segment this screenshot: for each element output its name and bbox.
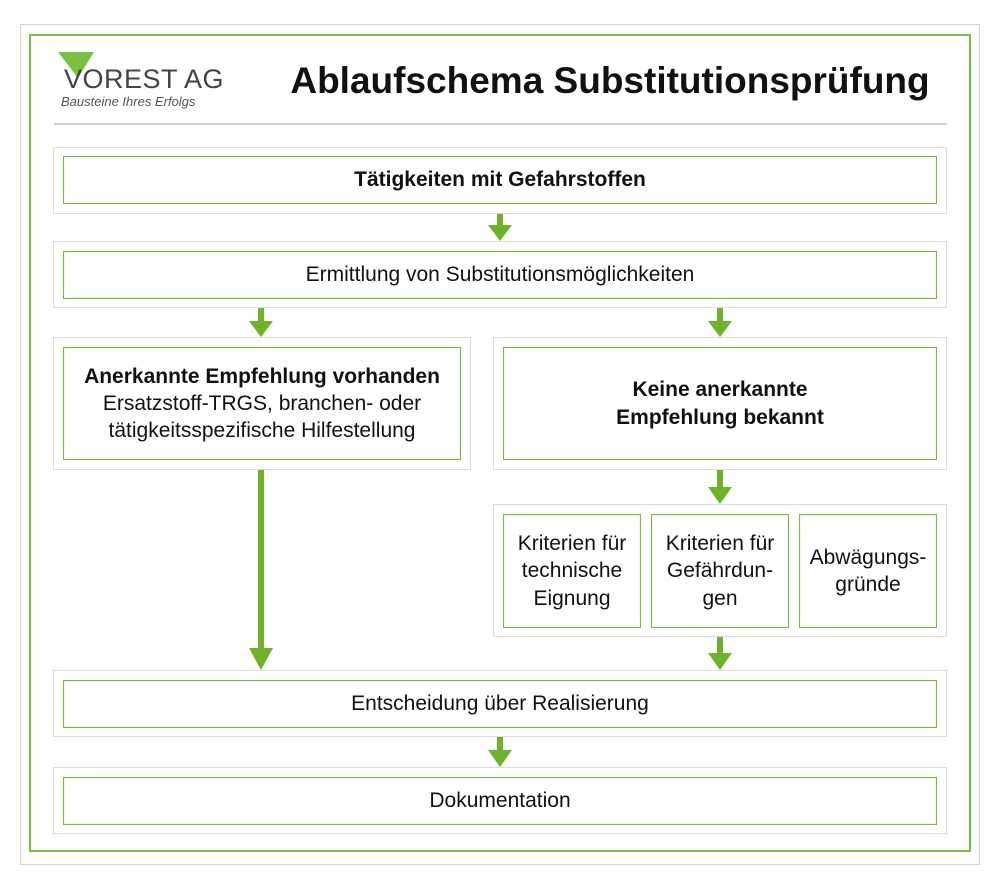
arrow-down-2-left [249,308,273,337]
arrow-down-1 [488,214,512,241]
kriterien-gefaehrdung-line1: Kriterien für [665,532,775,556]
kriterien-gefaehrdung-line3: gen [702,586,738,610]
node-keine: Keine anerkannte Empfehlung bekannt [503,347,937,460]
node-anerkannt-heading: Anerkannte Empfehlung vorhanden [84,364,440,388]
node-dokumentation: Dokumentation [63,777,937,825]
arrow-down-2-right [708,308,732,337]
arrow-down-5 [488,737,512,767]
kriterien-gefaehrdung-line2: Gefährdun- [666,559,774,583]
page-title: Ablaufschema Substitutionsprüfung [290,60,930,101]
arrow-down-3-right [708,470,732,504]
kriterien-technisch-line1: Kriterien für [517,532,627,556]
arrow-down-left-end [249,648,273,670]
node-entscheidung-label: Entscheidung über Realisierung [351,692,649,716]
node-dokumentation-label: Dokumentation [429,789,571,813]
node-kriterien-technisch: Kriterien für technische Eignung [503,514,641,628]
arrow-down-4-right [708,637,732,670]
node-abwaegung: Abwägungs- gründe [799,514,937,628]
abwaegung-line2: gründe [835,573,901,596]
logo-tagline: Bausteine Ihres Erfolgs [61,94,196,109]
kriterien-technisch-line3: Eignung [533,586,611,610]
inner-frame [29,34,971,852]
abwaegung-line1: Abwägungs- [809,545,927,569]
node-ermittlung-label: Ermittlung von Substitutionsmöglichkeite… [305,263,695,287]
connector-left-long [258,470,264,650]
node-keine-line1: Keine anerkannte [632,378,808,402]
outer-frame [20,24,980,865]
header-divider [54,123,947,125]
kriterien-technisch-line2: technische [521,559,623,583]
node-anerkannt-line2: tätigkeitsspezifische Hilfestellung [108,419,416,443]
node-ermittlung: Ermittlung von Substitutionsmöglichkeite… [63,251,937,299]
node-anerkannt-line1: Ersatzstoff-TRGS, branchen- oder [102,391,422,415]
node-kriterien-gefaehrdung: Kriterien für Gefährdun- gen [651,514,789,628]
logo-name: VOREST AG [64,64,225,94]
logo-triangle-icon [58,52,94,78]
node-entscheidung: Entscheidung über Realisierung [63,680,937,728]
node-taetigkeiten-label: Tätigkeiten mit Gefahrstoffen [354,168,646,192]
node-anerkannt: Anerkannte Empfehlung vorhanden Ersatzst… [63,347,461,460]
node-keine-line2: Empfehlung bekannt [616,405,824,429]
node-taetigkeiten: Tätigkeiten mit Gefahrstoffen [63,156,937,204]
